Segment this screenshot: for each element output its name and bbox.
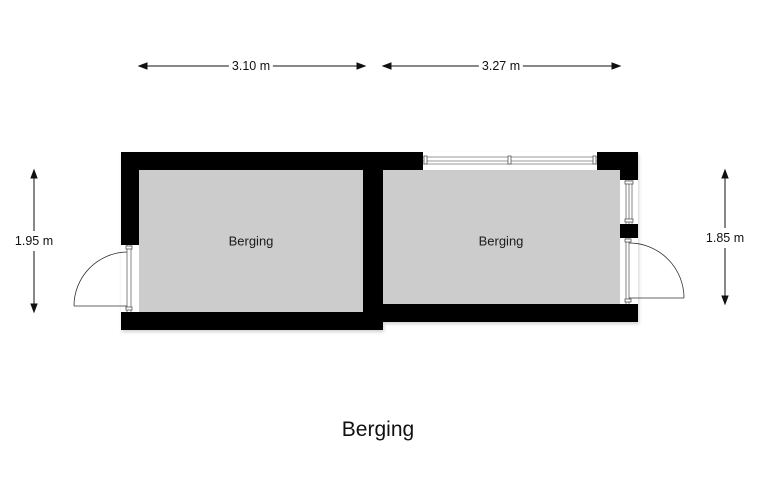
dimension-top-right: 3.27 m — [478, 59, 524, 73]
top-window — [423, 152, 597, 170]
room-label-berging-2: Berging — [478, 233, 524, 249]
plan-title: Berging — [341, 418, 415, 441]
left-door — [73, 245, 139, 312]
room-1-floor — [139, 170, 363, 312]
dimension-top-left: 3.10 m — [228, 59, 274, 73]
dimension-right: 1.85 m — [705, 228, 745, 248]
room-label-berging-1: Berging — [228, 233, 274, 249]
right-door — [620, 238, 685, 304]
right-window — [620, 180, 638, 224]
room-2-floor — [383, 170, 620, 304]
dimension-left: 1.95 m — [14, 231, 54, 251]
